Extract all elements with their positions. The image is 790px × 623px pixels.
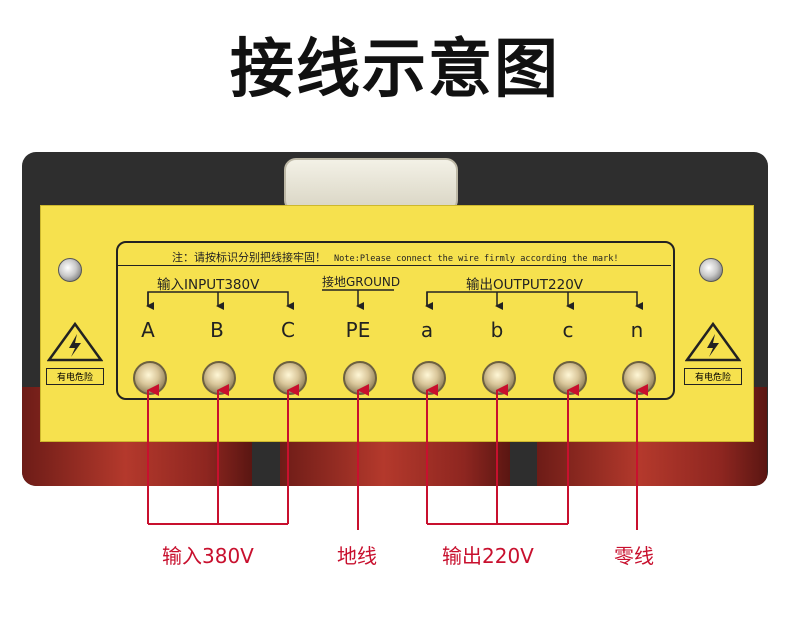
output-wires: [426, 384, 579, 525]
terminal-plate: [40, 205, 754, 442]
group-label-input: 输入INPUT380V: [157, 277, 260, 293]
bottom-label-output: 输出220V: [442, 544, 534, 568]
input-bracket: [146, 291, 294, 310]
high-voltage-warning-icon: [684, 321, 742, 362]
group-label-output: 输出OUTPUT220V: [466, 277, 584, 293]
terminal-label-B: B: [210, 318, 224, 342]
output-bracket: [425, 291, 643, 310]
wiring-note: 注：请按标识分别把线接牢固！ Note:Please connect the wi…: [120, 249, 668, 265]
terminal-label-c: c: [562, 318, 574, 342]
terminal-label-PE: PE: [345, 318, 371, 342]
group-label-ground: 接地GROUND: [322, 275, 401, 289]
mounting-screw-left-icon: [58, 258, 82, 282]
high-voltage-warning-icon: [46, 321, 104, 362]
terminal-label-n: n: [630, 318, 644, 342]
mounting-screw-right-icon: [699, 258, 723, 282]
bottom-label-ground: 地线: [337, 544, 377, 568]
terminal-label-A: A: [141, 318, 155, 342]
note-english: Note:Please connect the wire firmly acco…: [334, 254, 619, 264]
input-wires: [147, 384, 299, 525]
terminal-label-frame: [116, 241, 675, 400]
bottom-label-input: 输入380V: [162, 544, 254, 568]
bottom-label-neutral: 零线: [614, 544, 654, 568]
note-chinese: 注：请按标识分别把线接牢固！: [172, 251, 326, 264]
terminal-label-b: b: [490, 318, 504, 342]
terminal-post-A: [133, 361, 167, 395]
warning-label: 有电危险: [46, 368, 104, 385]
note-divider: [116, 265, 671, 266]
warning-sign-left: 有电危险: [46, 321, 104, 385]
warning-label: 有电危险: [684, 368, 742, 385]
warning-sign-right: 有电危险: [684, 321, 742, 385]
terminal-label-C: C: [281, 318, 295, 342]
terminal-label-a: a: [420, 318, 434, 342]
page-title: 接线示意图: [230, 33, 560, 107]
ground-bracket: [322, 289, 394, 310]
